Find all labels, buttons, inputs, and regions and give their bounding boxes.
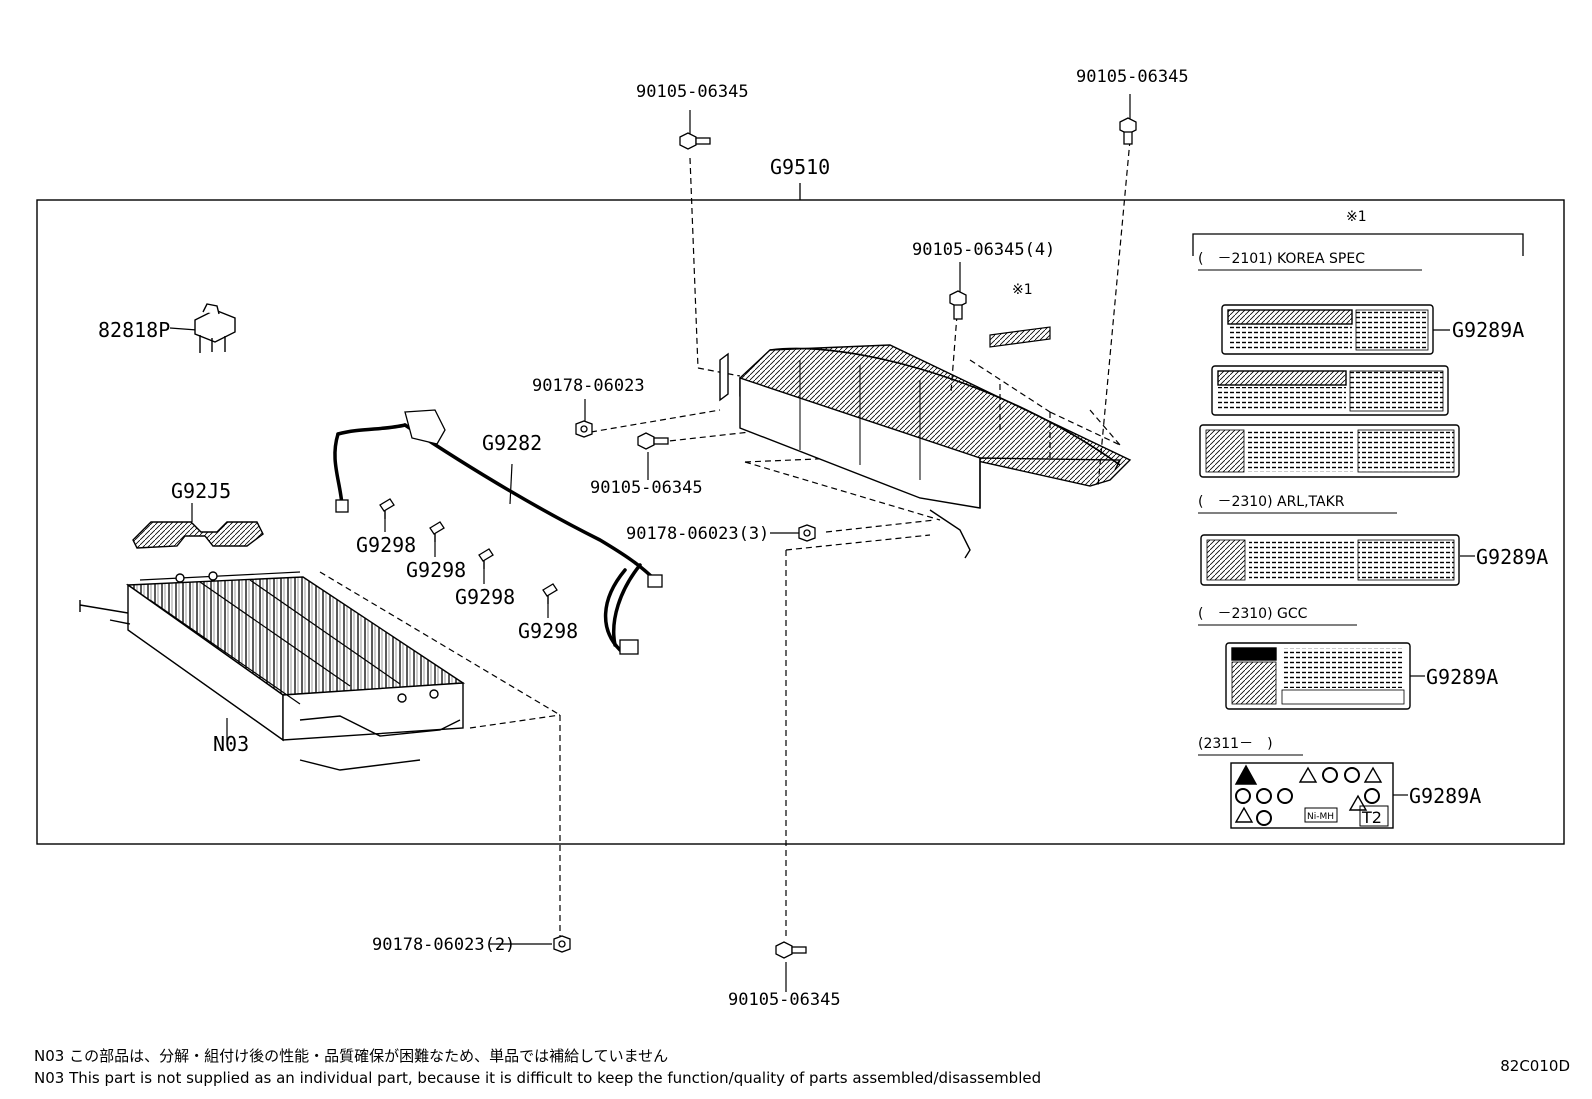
caution-label-arl [1200,534,1460,586]
label-bolt-cover-4: 90105-06345(4) [912,240,1056,260]
label-bolt-top-center: 90105-06345 [636,82,749,102]
label-bolt-cover-left: 90105-06345 [590,478,703,498]
diagram-code: 82C010D [1500,1057,1570,1075]
label-wire: G9282 [482,431,543,455]
wire-connectors [335,409,663,655]
caution-label-gcc [1225,642,1411,710]
spec-2311: (2311－ ) [1198,736,1273,752]
caution-label-2311: T2 Ni-MH [1230,762,1394,829]
reference-mark-cover: ※1 [1012,282,1033,298]
spec-group-bracket [1192,233,1524,256]
pad-part [132,521,264,549]
label-caution-2: G9289A [1476,545,1549,569]
svg-text:Ni-MH: Ni-MH [1307,812,1334,822]
label-battery: N03 [213,732,250,756]
spec-korea: ( －2101) KOREA SPEC [1198,251,1365,267]
reference-tag [989,326,1051,348]
battery-cover [719,344,1132,559]
label-clamp-2: G9298 [406,558,467,582]
assembly-frame [36,199,1565,845]
spec-underlines [1198,269,1422,756]
label-clamp-4: G9298 [518,619,579,643]
solid-leaders [169,94,1475,992]
label-nut-cover-3: 90178-06023(3) [626,524,770,544]
wire-harness [333,423,657,652]
label-clamp-3: G9298 [455,585,516,609]
label-bracket: 82818P [98,318,171,342]
clamp-icon [379,498,558,604]
label-assembly: G9510 [770,155,831,179]
label-nut-cover: 90178-06023 [532,376,645,396]
spec-arl: ( －2310) ARL,TAKR [1198,494,1345,510]
reference-mark-header: ※1 [1346,209,1367,225]
label-bolt-bottom: 90105-06345 [728,990,841,1010]
spec-gcc: ( －2310) GCC [1198,606,1308,622]
note-japanese: N03 この部品は、分解・組付け後の性能・品質確保が困難なため、単品では補給して… [34,1047,669,1065]
nut-icon [553,420,816,953]
label-pad: G92J5 [171,479,232,503]
bolt-icon [637,117,1137,959]
label-nut-bottom-2: 90178-06023(2) [372,935,516,955]
label-caution-3: G9289A [1426,665,1499,689]
svg-text:T2: T2 [1361,808,1382,827]
bracket-part [194,303,236,353]
caution-label-korea [1199,304,1460,478]
battery-module [79,571,466,771]
label-caution-1: G9289A [1452,318,1525,342]
label-caution-4: G9289A [1409,784,1482,808]
label-bolt-top-right: 90105-06345 [1076,67,1189,87]
label-clamp-1: G9298 [356,533,417,557]
note-english: N03 This part is not supplied as an indi… [34,1069,1042,1087]
